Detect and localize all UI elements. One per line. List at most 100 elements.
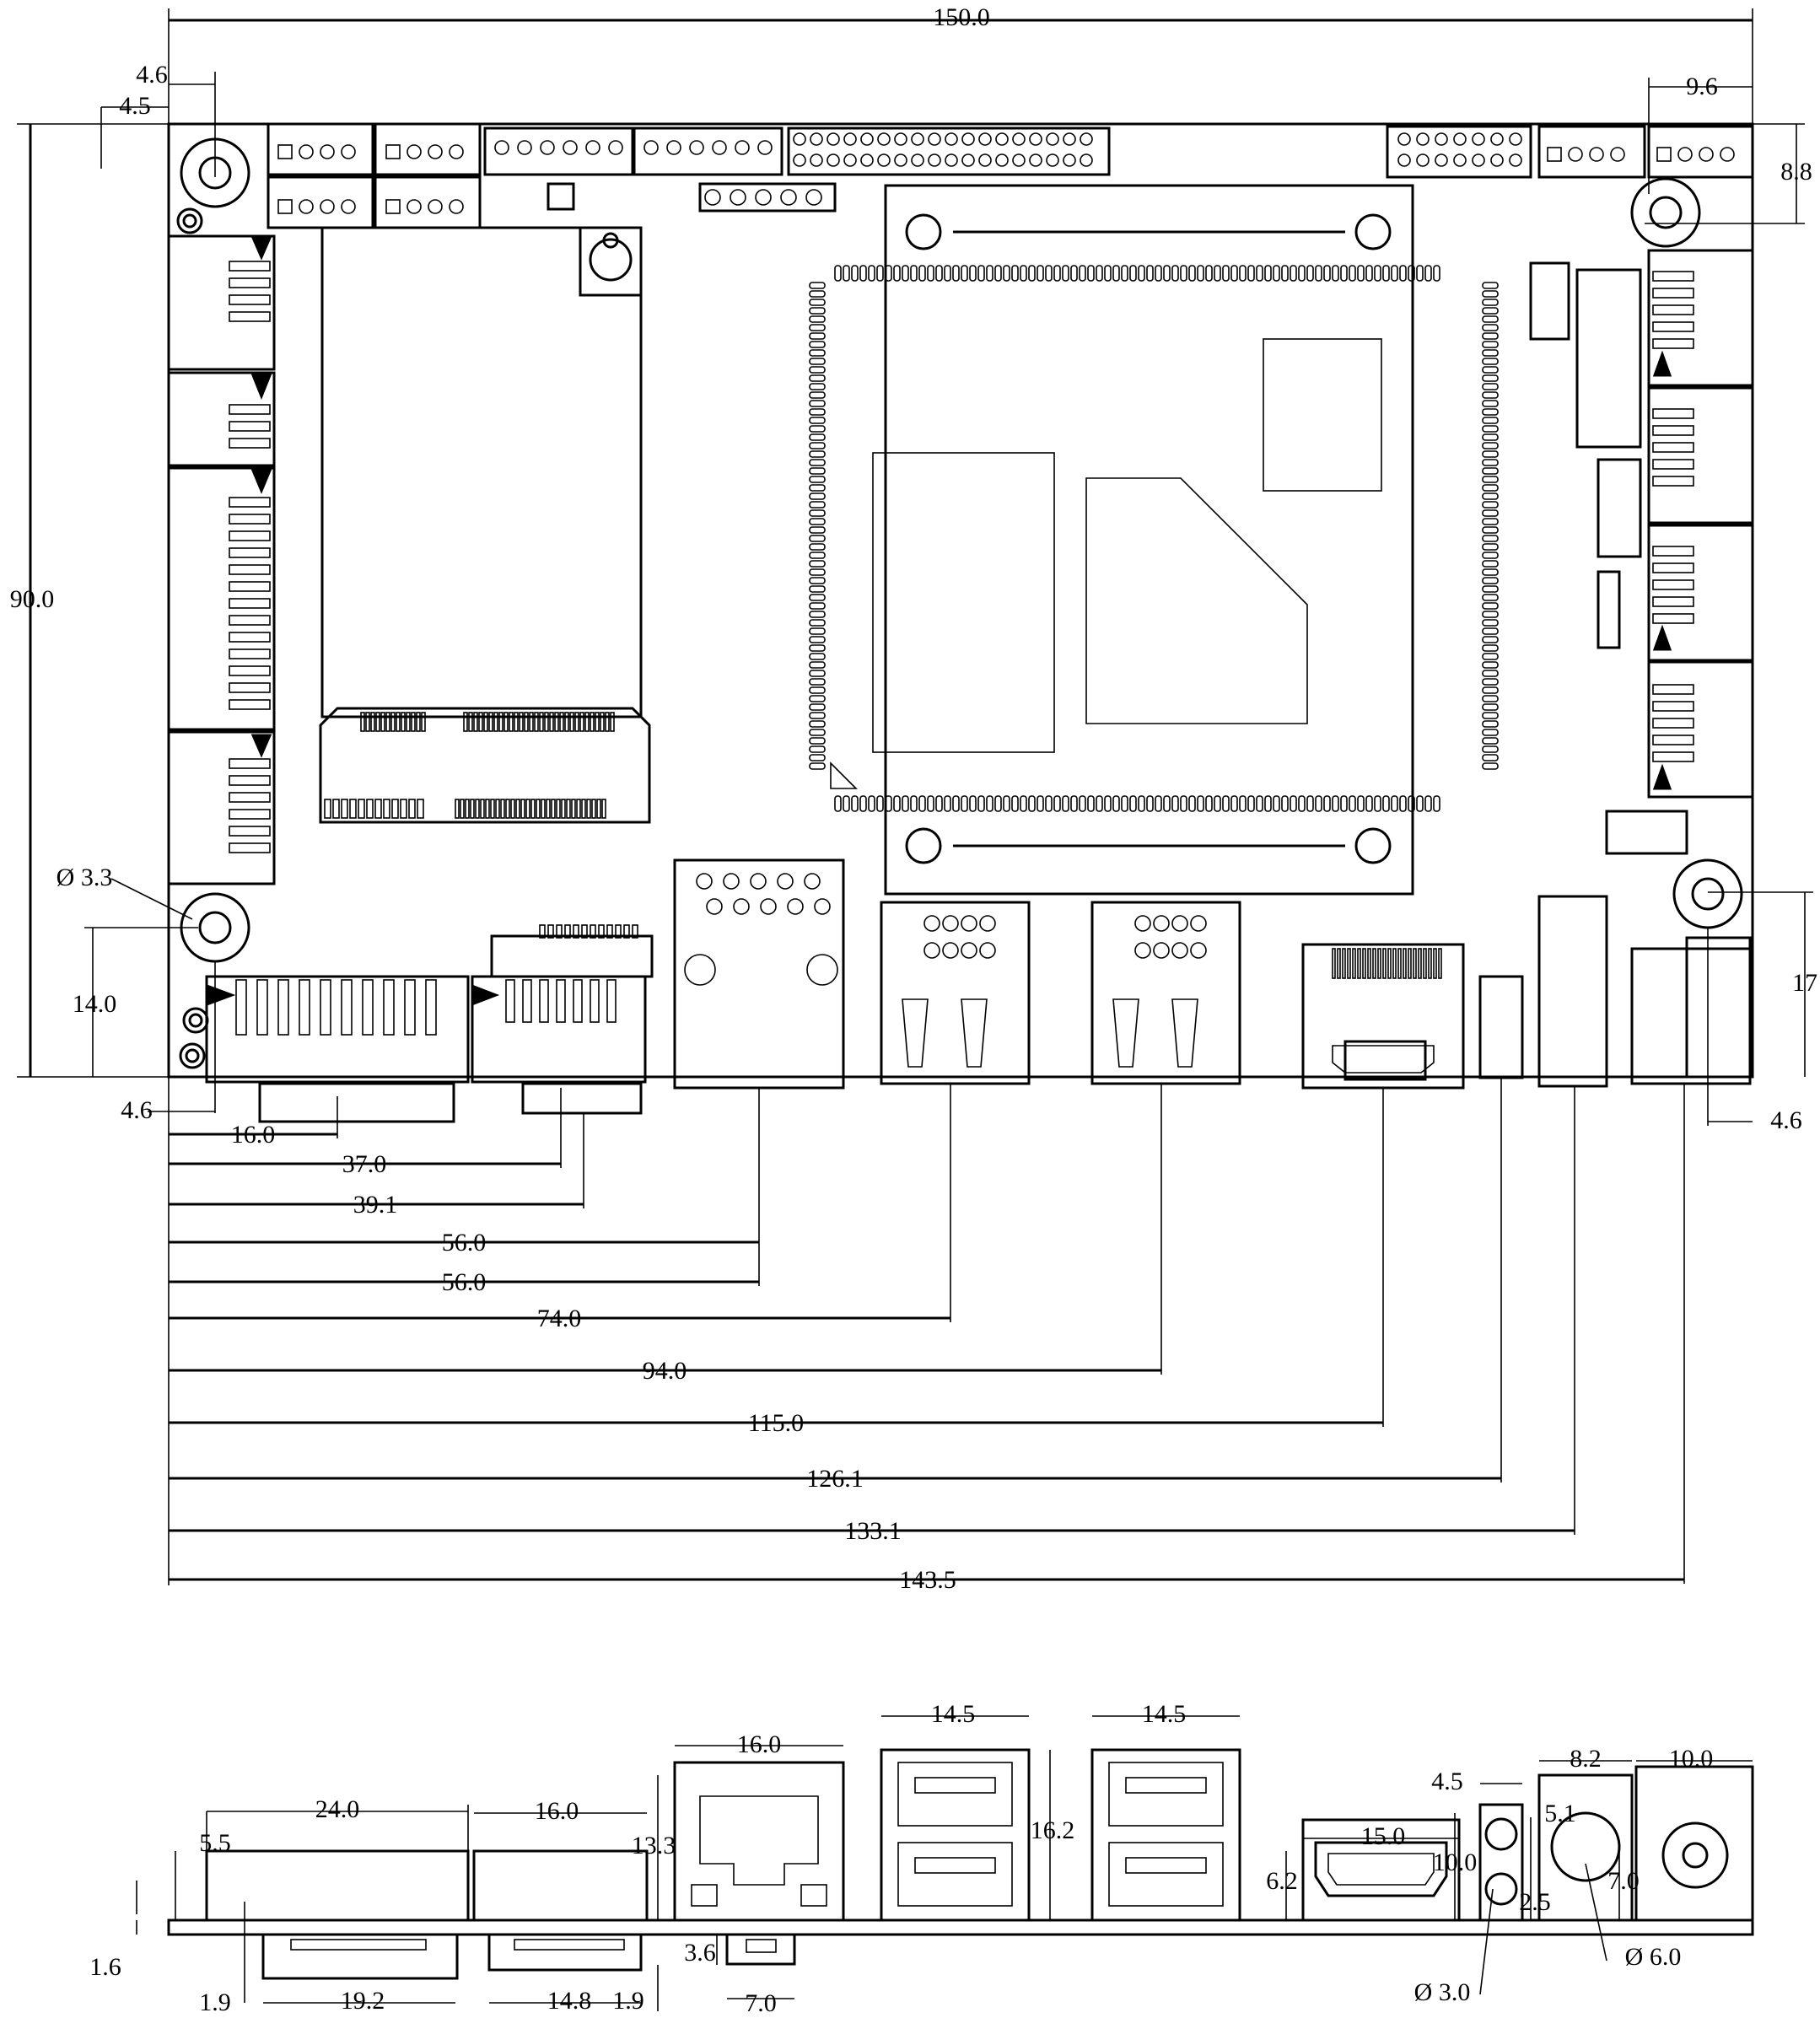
header-pin [911,132,924,146]
side-rj45 [673,1761,845,1966]
cpu-pin [809,299,826,306]
slot [1652,562,1694,573]
pcie-pin [465,799,470,819]
right-connector-slots [1652,271,1694,762]
pcie-pin [396,712,401,732]
cpu-pin [994,795,1002,812]
cpu-pin [1306,795,1314,812]
hdmi-mouth [1332,1045,1435,1074]
cpu-pin [809,762,826,770]
cpu-pin [1482,374,1499,382]
header-pin [810,132,823,146]
dim-4-6-right: 4.6 [1770,1106,1802,1134]
bottom-dimension-ladder: 16.0 37.0 39.1 56.0 56.0 74.0 [168,1077,1685,1594]
pcie-pin [571,799,576,819]
bottom-port-details [235,873,1442,1074]
slot [1652,476,1694,487]
svg-text:1.9: 1.9 [612,1987,644,2015]
cpu-pin [1070,795,1078,812]
slot [1652,596,1694,607]
header-pin [757,140,773,155]
cpu-pin [1003,795,1010,812]
cpu-pin [809,315,826,323]
dim-4-6-top: 4.6 [136,61,168,89]
cpu-pin [1340,265,1348,282]
cpu-pin [1482,619,1499,627]
cpu-pin [1028,265,1036,282]
cpu-pin [1482,358,1499,365]
pcie-pin [493,712,498,732]
cpu-pin [1482,594,1499,601]
cpu-pin [809,442,826,449]
header-pin [385,199,401,214]
cpu-pin [809,509,826,517]
cpu-pin [1482,492,1499,500]
header-pin [1435,153,1448,167]
cpu-pin [809,678,826,686]
header-pin [928,132,941,146]
header-pin [945,132,958,146]
cpu-pin [809,703,826,711]
cpu-pin [1482,695,1499,702]
conn-pin [581,924,588,939]
cpu-pin [834,265,842,282]
cpu-pin [809,627,826,635]
dim-row: 56.0 [169,1088,760,1286]
cpu-pin [859,795,867,812]
pcie-pin [514,712,519,732]
pcb-edge [167,1918,1754,1936]
dim-9-6: 9.6 [1686,73,1718,100]
top-view: 150.0 4.6 4.5 9.6 8.8 90.0 [10,3,1817,1594]
cpu-pin [809,492,826,500]
pcie-pin [490,799,495,819]
svg-text:7.0: 7.0 [745,1989,777,2017]
header-pin [608,140,623,155]
header-pin [712,140,727,155]
header-pin [1416,153,1430,167]
svg-text:15.0: 15.0 [1361,1822,1406,1850]
cpu-pin [986,265,993,282]
cpu-pin [1374,795,1381,812]
usb-pin [942,915,959,932]
cpu-pin [1482,661,1499,669]
cpu-module [830,184,1414,896]
cpu-pin [1171,265,1179,282]
pcie-pin [524,712,529,732]
cpu-pin [1298,265,1306,282]
header-pin [978,153,992,167]
dim-4-6-left: 4.6 [121,1096,153,1124]
cpu-pin [809,720,826,728]
cpu-pin [1482,341,1499,348]
db-pin [425,979,437,1036]
cpu-pin [1482,636,1499,643]
usb-tongue [1112,998,1139,1068]
hdmi-pin [1342,948,1346,979]
svg-text:3.6: 3.6 [684,1939,716,1967]
pcie-pin [510,799,515,819]
svg-text:5.5: 5.5 [199,1829,231,1857]
pcie-pin [596,799,601,819]
cpu-pin [1482,299,1499,306]
header-pin [860,132,874,146]
header-pin [320,199,335,214]
slot [229,826,271,837]
cpu-pin [1003,265,1010,282]
slot [229,497,271,508]
slot [229,758,271,769]
cpu-pin [1020,795,1027,812]
header-pin [341,144,356,159]
rj-pin [706,898,723,915]
cpu-pin [1416,795,1424,812]
cpu-pin [1180,795,1187,812]
pcie-pin [554,712,559,732]
header-pin [1029,153,1042,167]
cpu-pin [1214,265,1221,282]
cpu-pin [809,484,826,492]
cpu-pin [1079,795,1086,812]
db-pin [383,979,395,1036]
conn-pin [606,979,617,1023]
cpu-pin [1129,265,1137,282]
hdmi-pin [1397,948,1402,979]
dim-90: 90.0 [10,585,55,613]
usb-pin [923,915,940,932]
